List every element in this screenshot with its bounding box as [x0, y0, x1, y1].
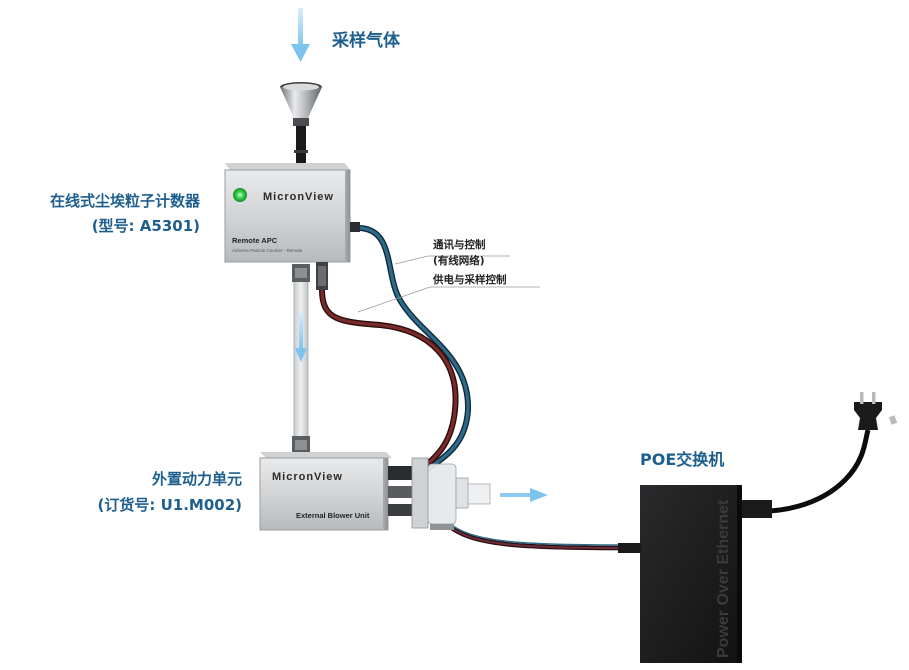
particle-counter-device: MicronView Remote APC Airborne Particle … — [224, 163, 360, 290]
sample-gas-arrow — [291, 8, 310, 62]
blower-name-label: 外置动力单元 — [151, 470, 242, 488]
power-sampling-label: 供电与采样控制 — [432, 273, 507, 286]
counter-name-label: 在线式尘埃粒子计数器 — [50, 192, 201, 210]
power-cable — [319, 287, 459, 473]
counter-subtitle: Airborne Particle Counter - Remote — [232, 248, 303, 253]
poe-switch-label: POE交换机 — [640, 450, 724, 469]
sample-gas-label: 采样气体 — [331, 30, 401, 51]
counter-brand: MicronView — [263, 191, 334, 203]
exhaust-arrow — [500, 488, 548, 502]
comm-cable — [355, 225, 472, 471]
sample-tube — [292, 264, 310, 454]
blower-brand: MicronView — [272, 471, 343, 483]
blower-order-label: (订货号: U1.M002) — [98, 496, 243, 514]
comm-wired-label: (有线网络) — [433, 254, 485, 267]
blower-unit-device: MicronView External Blower Unit — [259, 452, 392, 531]
counter-model: Remote APC — [232, 236, 278, 245]
power-plug-cable — [739, 429, 871, 514]
sampling-funnel — [280, 82, 322, 164]
comm-callout — [394, 255, 510, 265]
comm-control-label: 通讯与控制 — [433, 238, 486, 251]
exhaust-assembly — [388, 457, 491, 530]
power-plug-icon — [854, 392, 898, 430]
power-callout — [357, 286, 540, 313]
counter-model-label: (型号: A5301) — [92, 217, 200, 235]
poe-device-text: Power Over Ethernet — [715, 499, 732, 658]
poe-cable — [446, 521, 621, 551]
status-led-icon — [233, 188, 247, 202]
poe-switch-device: Power Over Ethernet — [618, 485, 772, 663]
blower-model: External Blower Unit — [296, 511, 370, 520]
